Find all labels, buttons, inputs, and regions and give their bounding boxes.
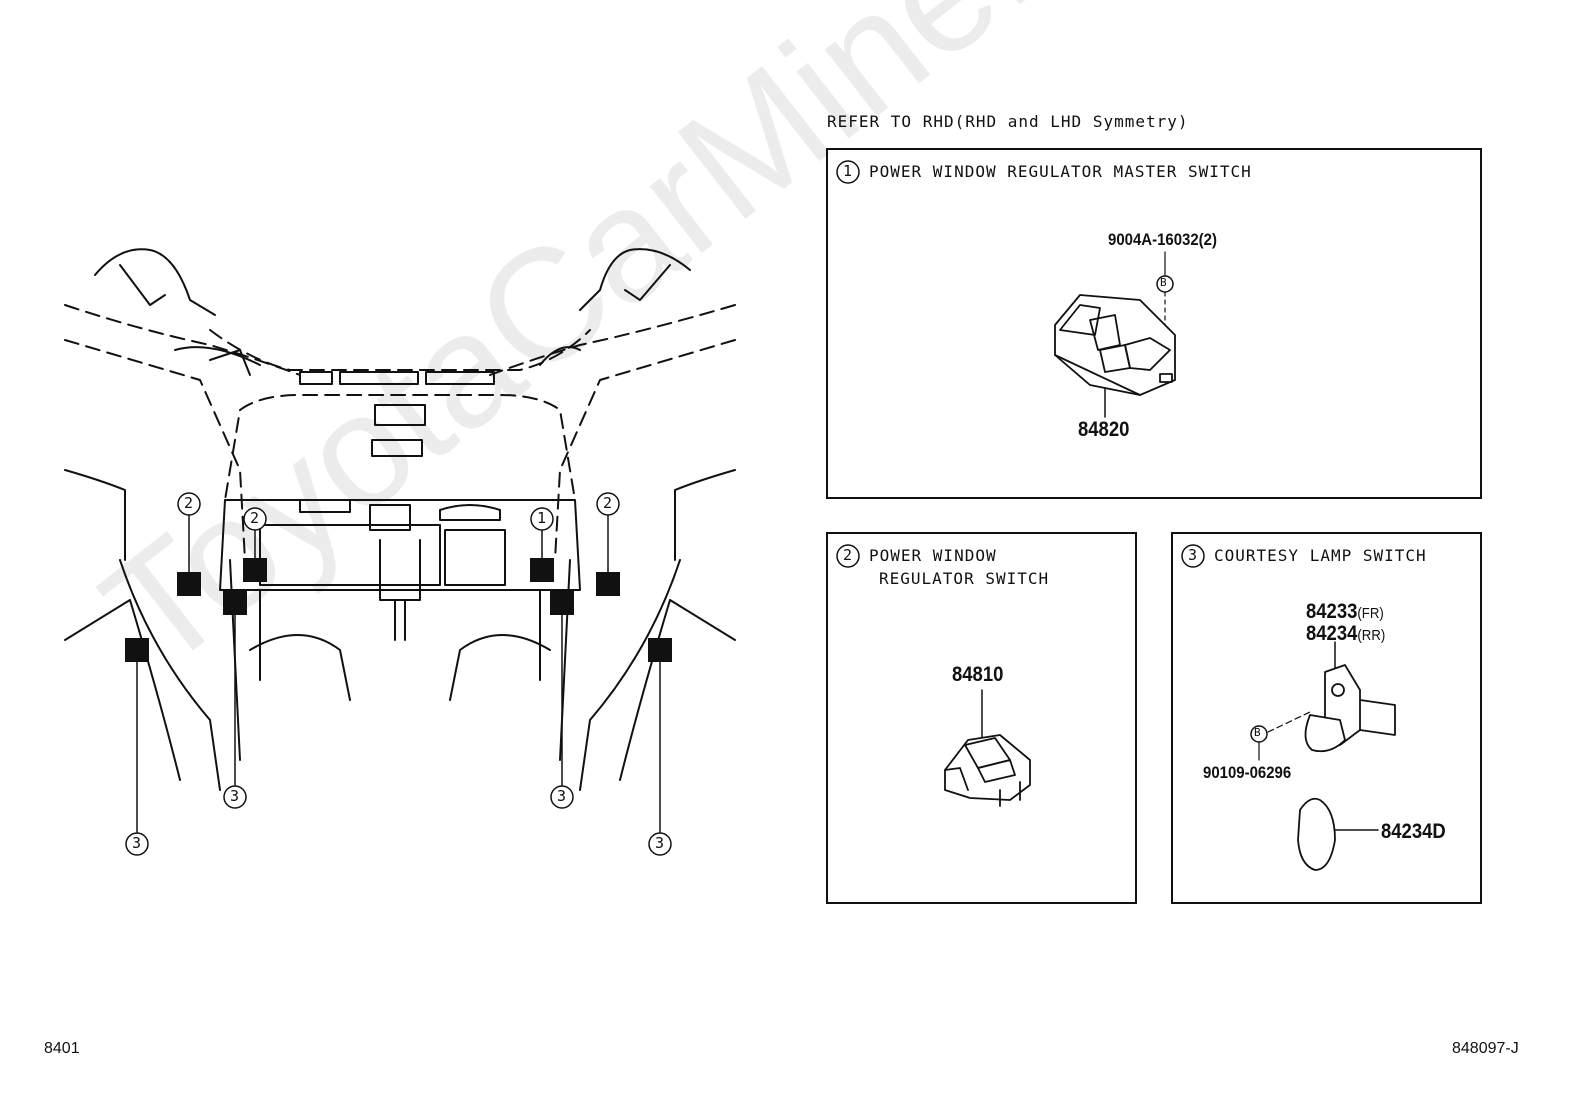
part-number-84234: 84234(RR) — [1306, 622, 1385, 646]
header-note: REFER TO RHD(RHD and LHD Symmetry) — [827, 112, 1189, 131]
part-number-84810: 84810 — [952, 663, 1004, 686]
part-84234-number: 84234 — [1306, 622, 1358, 645]
location-markers — [125, 558, 672, 662]
part-number-9004A-16032: 9004A-16032(2) — [1108, 230, 1217, 249]
regulator-switch-drawing — [944, 689, 1031, 807]
callout-3-right: 3 — [655, 834, 665, 852]
leader-lines — [136, 514, 661, 833]
master-switch-drawing — [1054, 251, 1176, 418]
ref-b-master: B — [1160, 276, 1167, 289]
panel-master-index: 1 — [843, 162, 853, 180]
ref-b-courtesy: B — [1254, 726, 1261, 739]
panel-master-switch — [826, 148, 1482, 499]
part-number-84233: 84233(FR) — [1306, 600, 1384, 624]
panel-master-title: POWER WINDOW REGULATOR MASTER SWITCH — [869, 162, 1252, 181]
part-number-90109-06296: 90109-06296 — [1203, 763, 1292, 782]
part-84233-number: 84233 — [1306, 600, 1358, 623]
callout-circles — [125, 160, 1268, 856]
callout-3-center-left: 3 — [230, 787, 240, 805]
callout-1: 1 — [537, 509, 547, 527]
part-84233-note: (FR) — [1357, 605, 1384, 622]
vehicle-interior-drawing — [64, 248, 736, 791]
callout-2-center-left: 2 — [250, 509, 260, 527]
panel-courtesy-index: 3 — [1188, 546, 1198, 564]
footer-page-code: 8401 — [44, 1040, 80, 1057]
panel-regulator-index: 2 — [843, 546, 853, 564]
footer-figure-id: 848097-J — [1452, 1040, 1519, 1057]
callout-3-left: 3 — [132, 834, 142, 852]
part-number-84234D: 84234D — [1381, 820, 1446, 843]
panel-regulator-title-line2: REGULATOR SWITCH — [879, 569, 1050, 588]
callout-3-center-right: 3 — [557, 787, 567, 805]
courtesy-switch-drawing — [1258, 641, 1396, 871]
callout-2-right: 2 — [603, 494, 613, 512]
part-number-84820: 84820 — [1078, 418, 1130, 441]
callout-2-left: 2 — [184, 494, 194, 512]
panel-courtesy-title: COURTESY LAMP SWITCH — [1214, 546, 1427, 565]
part-84234-note: (RR) — [1357, 627, 1386, 644]
panel-regulator-title-line1: POWER WINDOW — [869, 546, 997, 565]
panel-courtesy-switch — [1171, 532, 1482, 904]
panel-regulator-switch — [826, 532, 1137, 904]
